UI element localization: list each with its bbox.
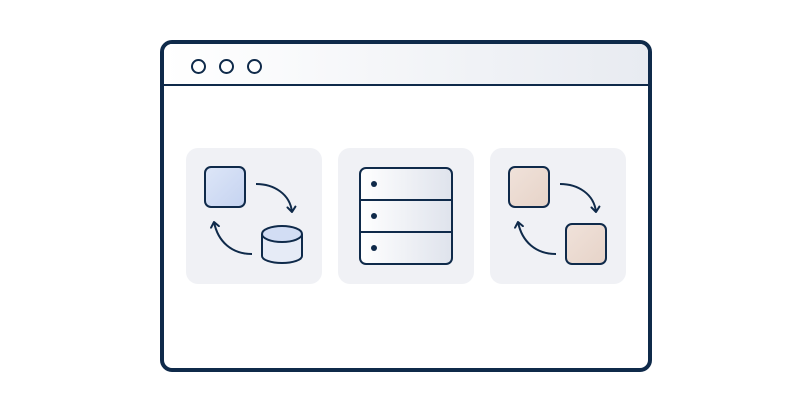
sync-squares-icon	[508, 166, 607, 265]
window-titlebar	[164, 44, 648, 86]
sync-to-database-icon	[204, 166, 303, 264]
server-icon	[359, 167, 453, 265]
square-icon-bottom	[565, 223, 607, 265]
arrow-left-up-icon	[514, 221, 557, 255]
server-led-2	[371, 213, 377, 219]
card-sync-to-database	[186, 148, 322, 284]
server-led-1	[371, 181, 377, 187]
card-server-rack	[338, 148, 474, 284]
card-sync-between-squares	[490, 148, 626, 284]
window-control-dot-3[interactable]	[247, 59, 262, 74]
database-icon	[261, 225, 303, 264]
square-icon	[204, 166, 246, 208]
window-control-dot-1[interactable]	[191, 59, 206, 74]
browser-window	[160, 40, 652, 372]
arrow-left-up-icon	[210, 221, 253, 255]
square-icon-top	[508, 166, 550, 208]
server-led-3	[371, 245, 377, 251]
arrow-right-down-icon	[255, 183, 297, 213]
arrow-right-down-icon	[559, 183, 601, 213]
window-control-dot-2[interactable]	[219, 59, 234, 74]
